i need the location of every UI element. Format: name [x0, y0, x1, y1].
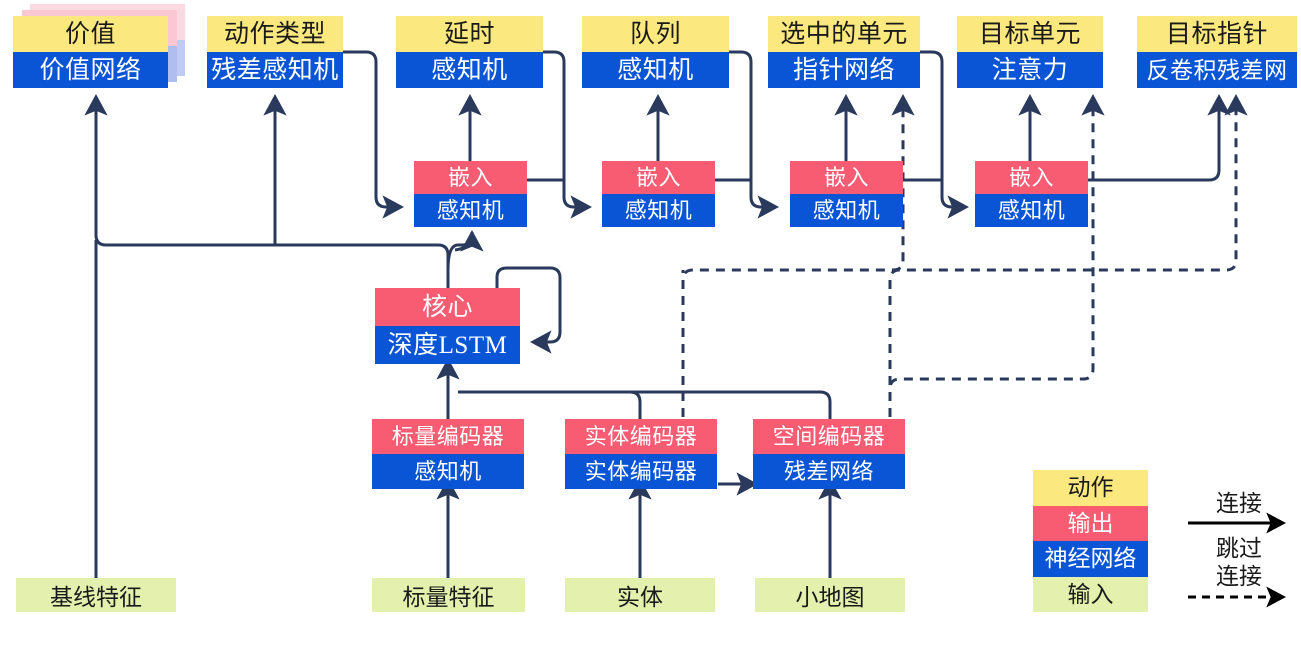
node-embedding-4-network: 感知机 — [975, 194, 1088, 227]
wire-core-to-value — [84, 93, 450, 288]
legend-skip-label-line2: 连接 — [1216, 564, 1262, 589]
node-embedding-1-output: 嵌入 — [414, 161, 527, 194]
node-delay-action: 延时 — [396, 16, 543, 52]
node-entity-encoder[interactable]: 实体编码器 实体编码器 — [565, 419, 717, 489]
node-entity-encoder-network: 实体编码器 — [565, 454, 717, 489]
node-core[interactable]: 核心 深度LSTM — [375, 288, 520, 364]
input-baseline-features-label: 基线特征 — [50, 585, 142, 610]
legend-skip-label-line1: 跳过 — [1216, 536, 1262, 561]
node-embedding-4-output: 嵌入 — [975, 161, 1088, 194]
legend-connection-label: 连接 — [1216, 491, 1262, 516]
input-baseline-features[interactable]: 基线特征 — [16, 578, 176, 612]
node-core-output: 核心 — [375, 288, 520, 326]
node-selected-units-action: 选中的单元 — [768, 16, 920, 52]
node-action-type-network: 残差感知机 — [207, 52, 343, 88]
node-queue-action: 队列 — [582, 16, 729, 52]
wire-core-branch-join — [446, 233, 474, 271]
node-embedding-2[interactable]: 嵌入 感知机 — [602, 161, 715, 227]
node-embedding-3[interactable]: 嵌入 感知机 — [790, 161, 903, 227]
legend-swatch-network: 神经网络 — [1033, 541, 1148, 577]
node-target-unit-network: 注意力 — [957, 52, 1103, 88]
node-selected-units[interactable]: 选中的单元 指针网络 — [768, 16, 920, 88]
skip-spatial-to-attention — [888, 93, 1105, 449]
node-target-point-network: 反卷积残差网 — [1137, 52, 1297, 88]
legend-swatch-action: 动作 — [1033, 470, 1148, 506]
node-action-type-action: 动作类型 — [207, 16, 343, 52]
legend-swatches: 动作 输出 神经网络 输入 — [1033, 470, 1148, 612]
skip-spatial-to-deconv — [888, 93, 1248, 449]
input-scalar-features-label: 标量特征 — [402, 585, 495, 610]
node-embedding-4[interactable]: 嵌入 感知机 — [975, 161, 1088, 227]
wire-delay-to-emb2 — [543, 50, 593, 219]
legend-swatch-input: 输入 — [1033, 576, 1148, 612]
node-value-network: 价值网络 — [13, 52, 168, 88]
node-value-action: 价值 — [13, 16, 168, 52]
node-delay[interactable]: 延时 感知机 — [396, 16, 543, 88]
node-queue-network: 感知机 — [582, 52, 729, 88]
node-target-point-action: 目标指针 — [1137, 16, 1297, 52]
node-spatial-encoder-network: 残差网络 — [753, 454, 905, 489]
node-scalar-encoder-network: 感知机 — [372, 454, 524, 489]
node-embedding-3-output: 嵌入 — [790, 161, 903, 194]
node-core-network: 深度LSTM — [375, 326, 520, 364]
node-action-type[interactable]: 动作类型 残差感知机 — [207, 16, 343, 88]
node-target-unit-action: 目标单元 — [957, 16, 1103, 52]
node-selected-units-network: 指针网络 — [768, 52, 920, 88]
input-entities-label: 实体 — [617, 585, 663, 610]
node-value[interactable]: 价值 价值网络 — [13, 16, 168, 88]
input-minimap[interactable]: 小地图 — [755, 578, 905, 612]
wire-core-curve-up — [454, 231, 474, 252]
node-spatial-encoder[interactable]: 空间编码器 残差网络 — [753, 419, 905, 489]
wire-emb4-to-targetpoint — [1088, 93, 1231, 182]
node-scalar-encoder[interactable]: 标量编码器 感知机 — [372, 419, 524, 489]
node-queue[interactable]: 队列 感知机 — [582, 16, 729, 88]
node-target-point[interactable]: 目标指针 反卷积残差网 — [1137, 16, 1297, 88]
node-target-unit[interactable]: 目标单元 注意力 — [957, 16, 1103, 88]
node-embedding-1-network: 感知机 — [414, 194, 527, 227]
skip-entity-to-pointer — [681, 93, 915, 449]
node-delay-network: 感知机 — [396, 52, 543, 88]
input-scalar-features[interactable]: 标量特征 — [372, 578, 525, 612]
input-minimap-label: 小地图 — [795, 585, 865, 610]
legend-swatch-output: 输出 — [1033, 505, 1148, 541]
node-entity-encoder-output: 实体编码器 — [565, 419, 717, 454]
node-embedding-3-network: 感知机 — [790, 194, 903, 227]
input-entities[interactable]: 实体 — [565, 578, 715, 612]
node-embedding-1[interactable]: 嵌入 感知机 — [414, 161, 527, 227]
wire-actiontype-to-emb1 — [343, 50, 405, 219]
node-spatial-encoder-output: 空间编码器 — [753, 419, 905, 454]
node-embedding-2-network: 感知机 — [602, 194, 715, 227]
wire-queue-to-emb3 — [729, 50, 780, 219]
node-embedding-2-output: 嵌入 — [602, 161, 715, 194]
node-scalar-encoder-output: 标量编码器 — [372, 419, 524, 454]
